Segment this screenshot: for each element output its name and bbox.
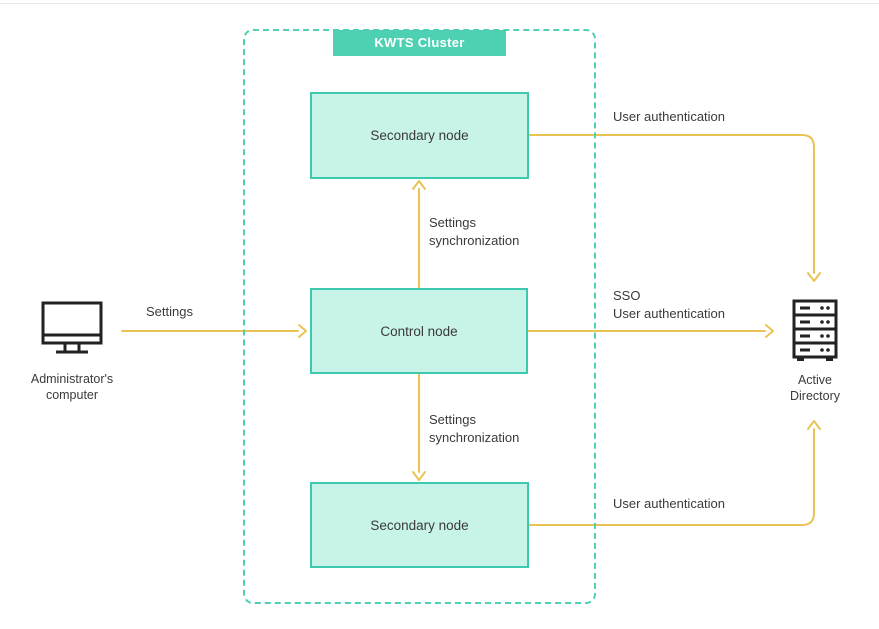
arrow-sso (527, 324, 774, 338)
node-secondary-bottom: Secondary node (310, 482, 529, 568)
kwts-cluster-title: KWTS Cluster (333, 30, 506, 56)
node-secondary-bottom-label: Secondary node (370, 517, 469, 533)
sync-bottom-line2: synchronization (429, 430, 520, 445)
sync-top-line1: Settings (429, 215, 476, 230)
arrow-settings (121, 324, 307, 338)
admin-computer-caption: Administrator's computer (12, 371, 132, 403)
sync-bottom-edge-label: Settings synchronization (429, 411, 519, 447)
admin-caption-line1: Administrator's (30, 372, 114, 386)
sso-line1: SSO (613, 288, 641, 303)
auth-bottom-edge-label: User authentication (613, 496, 726, 511)
arrow-auth-top (528, 134, 821, 282)
sync-bottom-line1: Settings (429, 412, 476, 427)
sso-edge-label: SSO User authentication (613, 287, 725, 323)
server-icon (792, 299, 838, 361)
active-directory-caption: Active Directory (765, 372, 865, 404)
sync-top-edge-label: Settings synchronization (429, 214, 519, 250)
node-secondary-top: Secondary node (310, 92, 529, 179)
sync-top-line2: synchronization (429, 233, 520, 248)
node-secondary-top-label: Secondary node (370, 128, 469, 143)
arrow-sync-bottom (412, 373, 426, 481)
ad-caption-line1: Active (797, 373, 833, 387)
node-control: Control node (310, 288, 528, 374)
monitor-icon (41, 301, 103, 354)
ad-caption-line2: Directory (789, 389, 840, 403)
sso-line2: User authentication (613, 306, 726, 321)
arrow-auth-bottom (528, 420, 821, 526)
node-control-label: Control node (380, 323, 458, 339)
settings-edge-label: Settings (146, 304, 193, 319)
auth-top-edge-label: User authentication (613, 109, 726, 124)
admin-caption-line2: computer (45, 388, 99, 402)
arrow-sync-top (412, 180, 426, 289)
page-top-divider (0, 3, 879, 4)
